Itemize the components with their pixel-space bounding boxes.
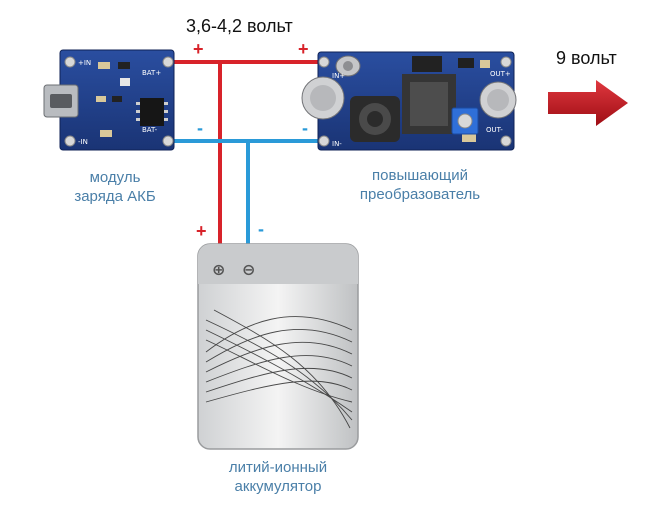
boost-converter-label-line1: повышающий — [372, 167, 468, 184]
boost-converter-board: IN- OUT+ OUT- IN+ — [301, 51, 517, 151]
boost-converter-label: повышающий преобразователь — [340, 166, 500, 204]
converter-pin-in-minus: IN- — [332, 140, 342, 148]
negative-wires — [168, 139, 322, 244]
battery-plus-sign: + — [196, 221, 207, 241]
battery-wave-pattern — [205, 309, 353, 429]
charger-module-label: модуль заряда АКБ — [70, 168, 160, 206]
charger-chip — [140, 98, 164, 126]
charger-pin-in-plus: +IN — [78, 59, 91, 67]
charger-pin-in-minus: -IN — [78, 138, 88, 146]
battery-pack — [197, 243, 359, 450]
charger-minus-sign: - — [197, 118, 203, 138]
charger-pin-bat-plus: BAT+ — [142, 69, 161, 77]
battery-minus-terminal-icon: ⊖ — [242, 262, 256, 279]
converter-pin-out-minus: OUT- — [486, 126, 503, 134]
converter-pin-out-plus: OUT+ — [490, 70, 511, 78]
battery-minus-sign: - — [258, 219, 264, 239]
charger-module-label-line1: модуль — [89, 169, 141, 186]
boost-converter-label-line2: преобразователь — [359, 186, 481, 203]
positive-wires — [168, 60, 322, 244]
converter-minus-sign: - — [302, 118, 308, 138]
charger-pin-bat-minus: BAT- — [142, 126, 158, 134]
converter-pin-in-plus: IN+ — [332, 72, 345, 80]
charger-module-label-line2: заряда АКБ — [74, 188, 156, 205]
battery-label-line2: аккумулятор — [234, 478, 322, 495]
battery-plus-terminal-icon: ⊕ — [212, 262, 226, 279]
converter-plus-sign: + — [298, 39, 309, 59]
battery-label-line1: литий-ионный — [228, 459, 328, 476]
input-voltage-label: 3,6-4,2 вольт — [186, 16, 293, 36]
output-voltage-label: 9 вольт — [556, 48, 617, 68]
output-arrow-icon — [548, 80, 628, 126]
charger-module-board: +IN -IN BAT+ BAT- — [43, 49, 175, 151]
battery-label: литий-ионный аккумулятор — [198, 458, 358, 496]
charger-plus-sign: + — [193, 39, 204, 59]
